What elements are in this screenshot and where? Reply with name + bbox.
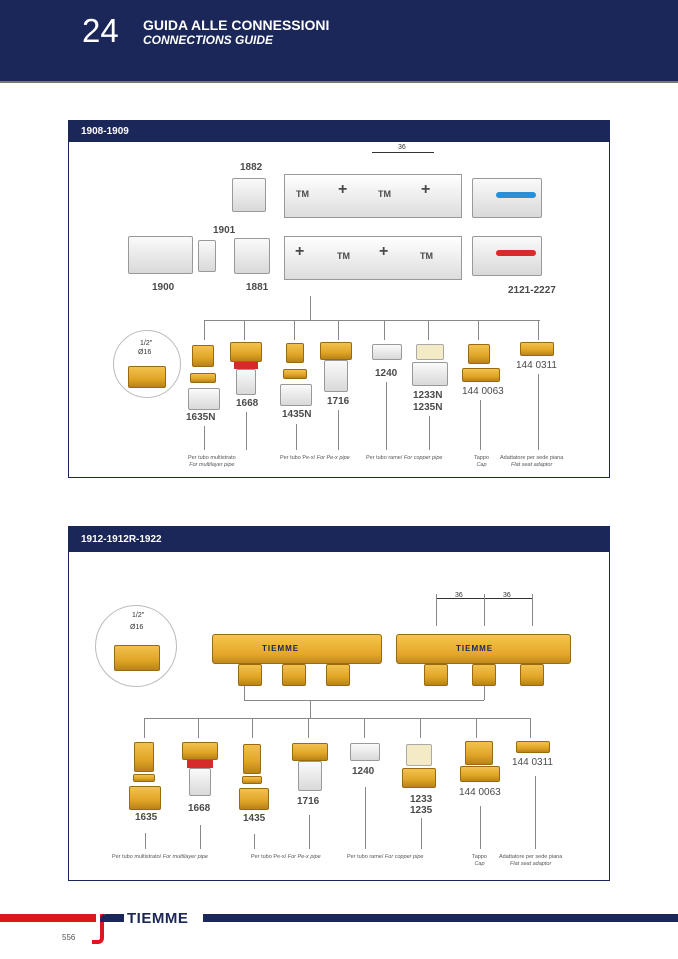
page-title: GUIDA ALLE CONNESSIONI: [143, 17, 330, 33]
air-vent-1900-image: [128, 236, 193, 274]
ball-valve-blue-image: [472, 178, 542, 218]
thread-size: 1/2": [132, 612, 145, 619]
manifold-brand: TIEMME: [456, 644, 494, 653]
fitting-label: 1635: [135, 812, 158, 823]
fitting-label: 1240: [352, 766, 375, 777]
fitting-1716-image: [298, 761, 322, 791]
fitting-label: 144 0311: [516, 360, 557, 371]
manifold-brand: TIEMME: [262, 644, 300, 653]
section-title: 1912-1912R-1922: [69, 527, 609, 552]
dimension-label: 36: [398, 144, 406, 151]
caption-copper: Per tubo rame/ For copper pipe: [366, 455, 443, 461]
fitting-1716-image: [324, 360, 348, 392]
fitting-label: 144 0311: [512, 757, 553, 768]
fitting-label: 1435N: [282, 409, 312, 420]
manifold-mark: TM: [378, 189, 391, 199]
brand-logo: TIEMME: [127, 910, 189, 927]
fitting-1435N-image: [280, 384, 312, 406]
nipple-1881-image: [234, 238, 270, 274]
fitting-1635N-image: [188, 388, 220, 410]
fitting-1635-image: [129, 786, 161, 810]
manifold-mark: TM: [420, 251, 433, 261]
nipple-1901-image: [198, 240, 216, 272]
fitting-label: 1240: [375, 368, 398, 379]
part-label-1882: 1882: [240, 162, 263, 173]
manifold-mark: +: [421, 181, 431, 198]
fitting-1668-image: [236, 369, 256, 395]
page-header: 24 GUIDA ALLE CONNESSIONI CONNECTIONS GU…: [0, 0, 678, 83]
fitting-label: 1233N: [413, 390, 443, 401]
fitting-label: 144 0063: [462, 386, 504, 397]
fitting-label: 1635N: [186, 412, 216, 423]
fitting-1233N-image: [412, 362, 448, 386]
plug-1882-image: [232, 178, 266, 212]
manifold-right-image: [396, 634, 571, 664]
caption-pex: Per tubo Pe-x/ For Pe-x pipe: [251, 854, 321, 860]
footer-red-bar: [0, 914, 96, 922]
section-1912-1922: 1912-1912R-1922: [68, 526, 610, 881]
part-label-1900: 1900: [152, 282, 175, 293]
part-label-1881: 1881: [246, 282, 269, 293]
manifold-mark: +: [338, 181, 348, 198]
logo-mark-red: [92, 914, 104, 944]
dimension-label: 36: [455, 592, 463, 599]
fitting-1233-image: [402, 768, 436, 788]
fitting-label: 1716: [297, 796, 320, 807]
fitting-1240-image: [372, 344, 402, 360]
blue-handle-icon: [496, 192, 536, 198]
caption-copper: Per tubo rame/ For copper pipe: [347, 854, 424, 860]
section-title: 1908-1909: [69, 121, 609, 142]
fitting-label: 1233: [410, 794, 433, 805]
fitting-label: 1435: [243, 813, 266, 824]
thread-diameter: Ø16: [138, 349, 152, 356]
thread-size: 1/2": [140, 340, 153, 347]
caption-multilayer: Per tubo multistrato/ For multilayer pip…: [112, 854, 208, 860]
manifold-mark: +: [379, 243, 389, 260]
adaptor-144-0311-image: [516, 741, 550, 753]
adaptor-144-0311-image: [520, 342, 554, 356]
fitting-label: 1716: [327, 396, 350, 407]
red-handle-icon: [496, 250, 536, 256]
fitting-1668-image: [189, 768, 211, 796]
fitting-1240-image: [350, 743, 380, 761]
caption-pex: Per tubo Pe-x/ For Pe-x pipe: [280, 455, 350, 461]
manifold-mark: TM: [337, 251, 350, 261]
fitting-label: 1235N: [413, 402, 443, 413]
thread-section-image: [114, 645, 160, 671]
logo-mark-blue: [100, 914, 124, 922]
chapter-number: 24: [82, 12, 119, 49]
thread-section-image: [128, 366, 166, 388]
manifold-mark: +: [295, 243, 305, 260]
cap-144-0063-image: [462, 368, 500, 382]
manifold-mark: TM: [296, 189, 309, 199]
part-label-valve: 2121-2227: [508, 285, 556, 296]
fitting-label: 1235: [410, 805, 433, 816]
fitting-label: 144 0063: [459, 787, 501, 798]
part-label-1901: 1901: [213, 225, 236, 236]
fitting-label: 1668: [188, 803, 211, 814]
fitting-label: 1668: [236, 398, 259, 409]
manifold-lower-image: [284, 236, 462, 280]
footer-blue-bar: [203, 914, 678, 922]
manifold-left-image: [212, 634, 382, 664]
manifold-upper-image: [284, 174, 462, 218]
page-subtitle: CONNECTIONS GUIDE: [143, 33, 274, 47]
cap-144-0063-image: [460, 766, 500, 782]
ball-valve-red-image: [472, 236, 542, 276]
dimension-label: 36: [503, 592, 511, 599]
thread-diameter: Ø16: [130, 624, 144, 631]
fitting-1435-image: [239, 788, 269, 810]
page-number: 556: [62, 933, 76, 942]
